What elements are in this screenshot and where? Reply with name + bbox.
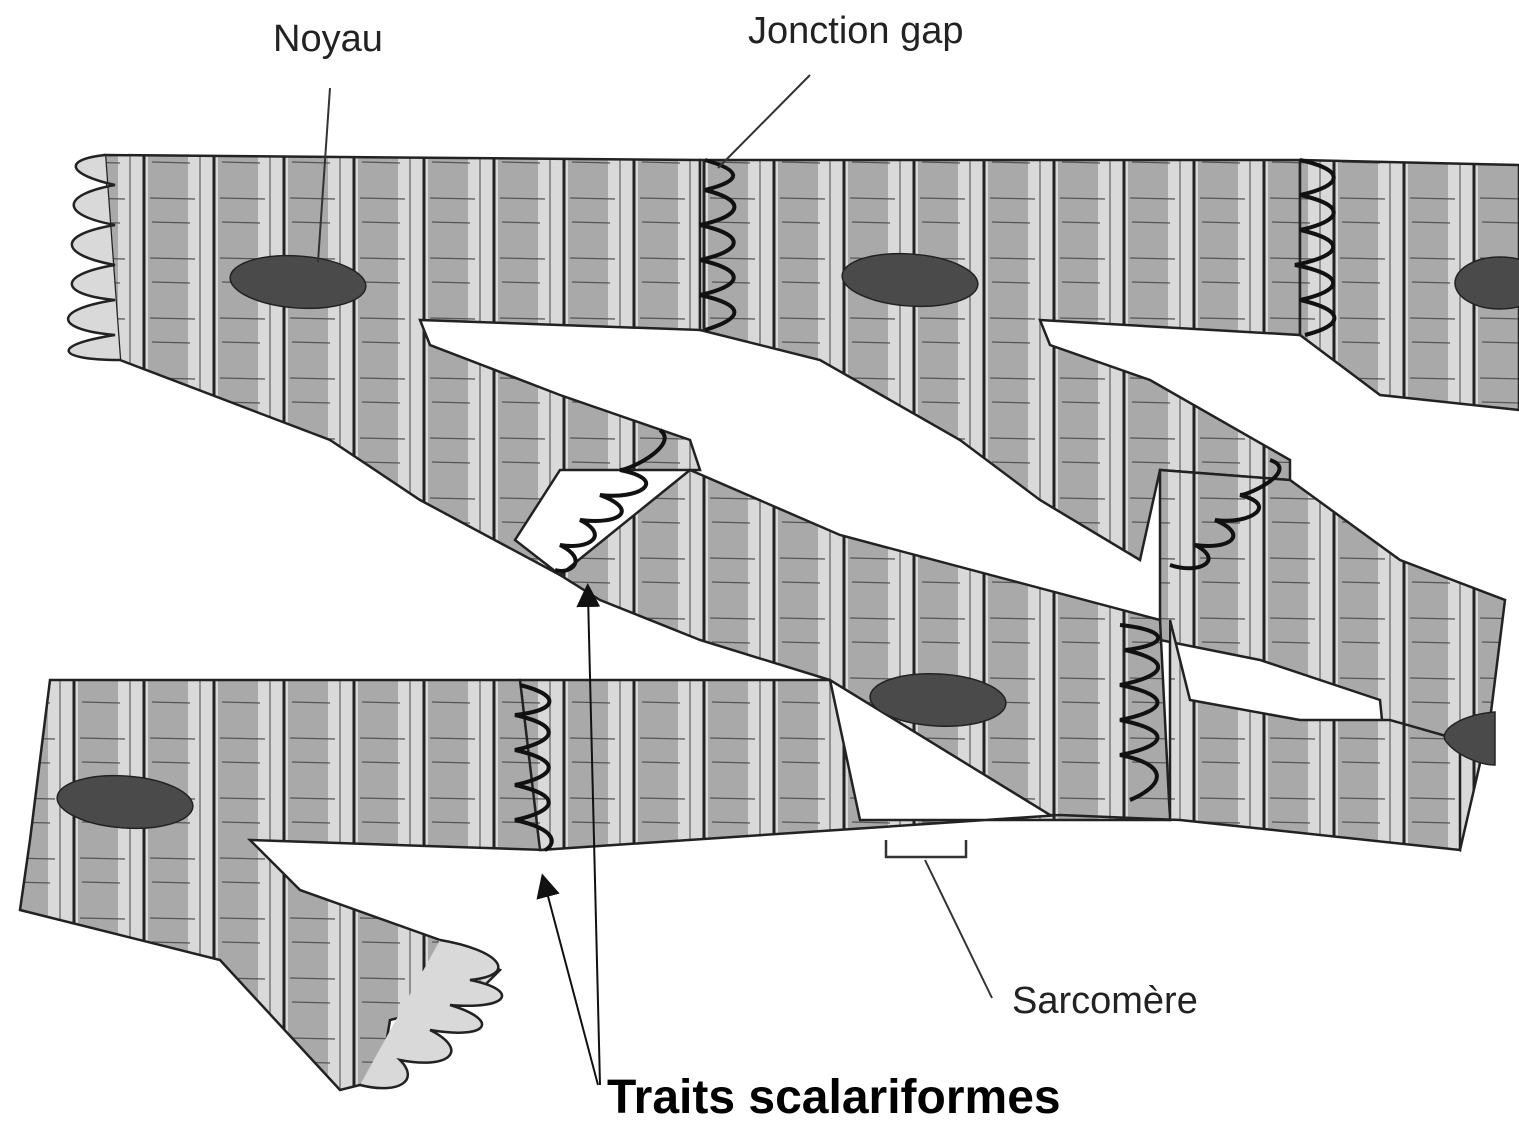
leader-sarcomere [925, 860, 992, 998]
label-traits-scalariformes: Traits scalariformes [607, 1074, 1061, 1122]
label-jonction-gap: Jonction gap [748, 12, 964, 50]
label-noyau: Noyau [273, 20, 383, 58]
label-sarcomere: Sarcomère [1012, 982, 1198, 1020]
cell-ending-left [68, 155, 120, 360]
sarcomere-bracket [886, 840, 966, 857]
muscle-cell-top-left [105, 155, 700, 575]
arrow-to-disc-lower [545, 885, 598, 1085]
leader-jonction-gap [718, 75, 810, 168]
